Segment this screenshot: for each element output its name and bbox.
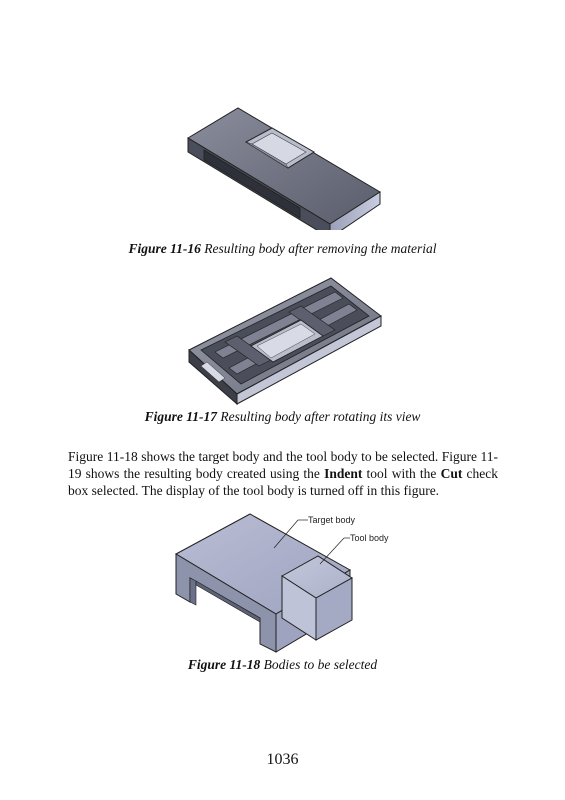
figure-number: Figure 11-18 (187, 657, 261, 672)
cut-checkbox-name: Cut (440, 466, 463, 481)
caption-text: Resulting body after rotating its view (220, 409, 421, 424)
figure-11-17-caption: Figure 11-17 Resulting body after rotati… (0, 409, 565, 425)
figure-11-17-image (188, 277, 382, 405)
figure-number: Figure 11-17 (144, 409, 217, 424)
target-body-label: Target body (308, 515, 356, 525)
figure-11-18-image: Target body Tool body (174, 513, 389, 653)
body-paragraph: Figure 11-18 shows the target body and t… (68, 448, 498, 499)
figure-11-16-image (187, 107, 381, 230)
paragraph-text: tool with the (362, 466, 441, 481)
page-number: 1036 (266, 751, 299, 768)
figure-11-16-caption: Figure 11-16 Resulting body after removi… (0, 241, 565, 257)
tool-body-label: Tool body (350, 533, 389, 543)
caption-text: Bodies to be selected (263, 657, 378, 672)
paragraph-text: check box selected. The display of the t… (68, 466, 498, 498)
figure-11-18-caption: Figure 11-18 Bodies to be selected (0, 657, 565, 673)
caption-text: Resulting body after removing the materi… (204, 241, 437, 256)
figure-number: Figure 11-16 (128, 241, 201, 256)
indent-tool-name: Indent (324, 466, 363, 481)
paragraph-text: Figure 11-18 shows the target body and t… (68, 449, 498, 481)
